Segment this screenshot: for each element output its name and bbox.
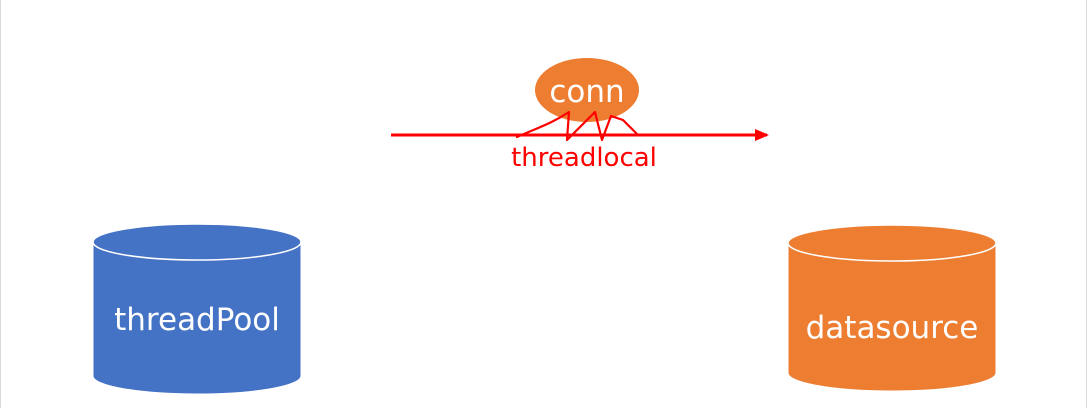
threadlocal-label: threadlocal — [511, 143, 657, 173]
conn-label: conn — [549, 74, 624, 110]
datasource-label: datasource — [806, 310, 979, 346]
datasource-cylinder[interactable]: datasource — [787, 224, 997, 392]
thread-pool-cylinder[interactable]: threadPool — [92, 223, 302, 395]
conn-node[interactable]: conn — [535, 58, 639, 122]
thread-pool-label: threadPool — [114, 302, 280, 338]
zigzag-scribble — [515, 110, 639, 142]
